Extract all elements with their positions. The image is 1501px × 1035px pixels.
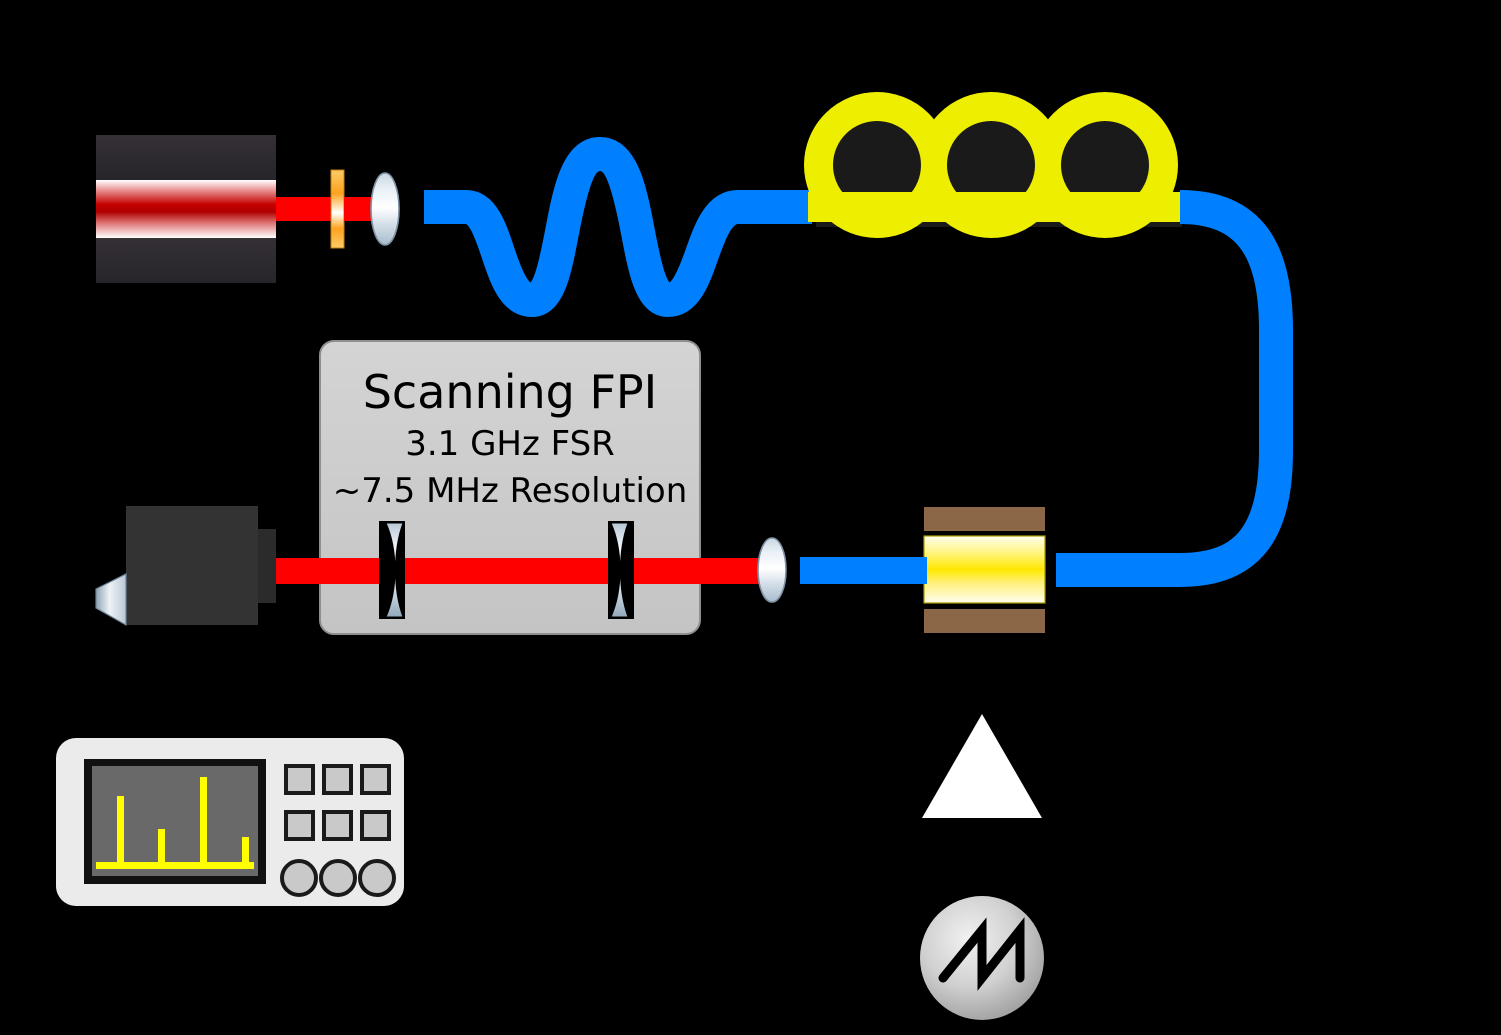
fiber-right-loop	[1056, 190, 1293, 587]
fpi-cavity-mirror-right[interactable]	[608, 521, 634, 619]
collimator-lens-icon[interactable]	[757, 537, 787, 603]
trace-peak-3	[200, 777, 207, 866]
oscilloscope-screen	[92, 766, 258, 876]
trace-peak-1	[117, 796, 124, 866]
eom-crystal	[923, 535, 1046, 604]
fpi-cavity-mirror-left[interactable]	[379, 521, 405, 619]
oscilloscope-button-3[interactable]	[360, 764, 391, 795]
fiber-polarization-controller[interactable]	[804, 92, 1186, 238]
function-generator[interactable]	[920, 896, 1044, 1020]
oscilloscope-button-6[interactable]	[360, 810, 391, 841]
fiber-wavy-section	[424, 137, 812, 317]
fpi-title: Scanning FPI	[363, 365, 658, 419]
laser-gain-medium	[96, 180, 276, 238]
rf-amplifier-icon[interactable]	[922, 714, 1042, 818]
photodetector-body	[126, 506, 258, 625]
eom-electrode-bottom	[924, 609, 1045, 633]
oscilloscope-button-1[interactable]	[284, 764, 315, 795]
pol-controller-base	[808, 192, 1186, 222]
laser-housing-bottom	[96, 238, 276, 283]
orange-optic[interactable]	[330, 169, 345, 249]
laser-source[interactable]	[96, 135, 276, 283]
pol-controller-loop-3-interior	[1061, 121, 1149, 209]
photodetector[interactable]	[95, 506, 276, 627]
scanning-fpi-box[interactable]: Scanning FPI 3.1 GHz FSR ~7.5 MHz Resolu…	[319, 340, 701, 635]
photodetector-window	[95, 573, 127, 627]
trace-peak-4	[242, 837, 249, 866]
fpi-resolution-label: ~7.5 MHz Resolution	[333, 471, 688, 511]
laser-beam-segment-1	[276, 197, 332, 221]
oscilloscope-button-4[interactable]	[284, 810, 315, 841]
mirror-left-surface	[385, 522, 404, 618]
oscilloscope-knob-1[interactable]	[280, 859, 318, 897]
fiber-eom-input	[800, 557, 927, 584]
trace-baseline	[96, 862, 254, 869]
pol-controller-loop-1-interior	[833, 121, 921, 209]
sawtooth-waveform-icon	[938, 917, 1025, 991]
fpi-beam	[265, 558, 765, 584]
oscilloscope-knob-2[interactable]	[319, 859, 357, 897]
pol-controller-loop-3[interactable]	[1032, 92, 1178, 238]
mirror-right-surface	[610, 522, 629, 618]
electro-optic-modulator[interactable]	[923, 507, 1046, 633]
oscilloscope-button-2[interactable]	[322, 764, 353, 795]
oscilloscope[interactable]	[56, 738, 404, 906]
coupling-lens-icon[interactable]	[370, 172, 400, 246]
oscilloscope-button-5[interactable]	[322, 810, 353, 841]
eom-electrode-top	[924, 507, 1045, 531]
fpi-fsr-label: 3.1 GHz FSR	[405, 424, 615, 464]
photodetector-neck	[258, 529, 276, 603]
laser-housing-top	[96, 135, 276, 180]
oscilloscope-knob-3[interactable]	[358, 859, 396, 897]
oscilloscope-trace	[96, 777, 254, 869]
trace-peak-2	[158, 829, 165, 866]
pol-controller-loop-2-interior	[947, 121, 1035, 209]
